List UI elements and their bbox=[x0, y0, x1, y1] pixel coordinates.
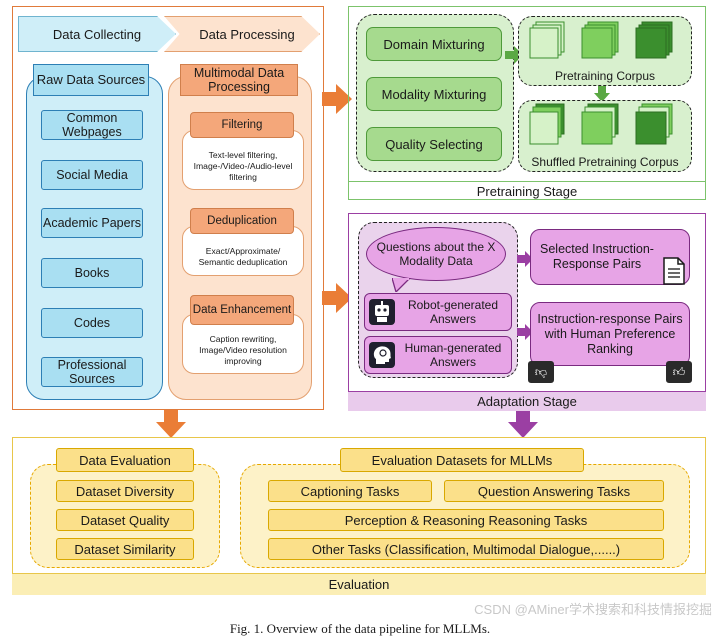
deduplication-card: Exact/Approximate/ Semantic deduplicatio… bbox=[182, 226, 304, 276]
filtering-tab: Filtering bbox=[190, 112, 294, 138]
other-tasks-box: Other Tasks (Classification, Multimodal … bbox=[268, 538, 664, 560]
corpus-stacks bbox=[529, 21, 673, 59]
speech-bubble-tail bbox=[392, 278, 411, 292]
source-codes: Codes bbox=[41, 308, 143, 338]
watermark: CSDN @AMiner学术搜索和科技情报挖掘 bbox=[474, 602, 712, 617]
pretraining-stage-label: Pretraining Stage bbox=[348, 181, 706, 200]
modality-mixturing-box: Modality Mixturing bbox=[366, 77, 502, 111]
human-head-icon bbox=[369, 342, 395, 368]
arrow-to-adaptation bbox=[322, 283, 352, 313]
captioning-tasks-box: Captioning Tasks bbox=[268, 480, 432, 502]
shuffled-corpus-label: Shuffled Pretraining Corpus bbox=[531, 155, 679, 169]
raw-data-sources-header: Raw Data Sources bbox=[33, 64, 149, 96]
shuffled-corpus-stacks bbox=[529, 103, 673, 145]
questions-bubble: Questions about the X Modality Data bbox=[366, 227, 506, 281]
source-common-webpages: Common Webpages bbox=[41, 110, 143, 140]
domain-mixturing-box: Domain Mixturing bbox=[366, 27, 502, 61]
data-evaluation-header: Data Evaluation bbox=[56, 448, 194, 472]
robot-icon bbox=[369, 299, 395, 325]
document-icon bbox=[663, 257, 685, 285]
evaluation-datasets-header: Evaluation Datasets for MLLMs bbox=[340, 448, 584, 472]
thumbs-up-icon: 👍︎ bbox=[666, 361, 692, 383]
arrow-to-preference-pairs bbox=[517, 324, 533, 340]
thumbs-down-icon: 👎︎ bbox=[528, 361, 554, 383]
pretraining-panel bbox=[348, 6, 706, 200]
data-processing-chevron: Data Processing bbox=[164, 16, 320, 52]
source-academic-papers: Academic Papers bbox=[41, 208, 143, 238]
arrow-to-selected-pairs bbox=[517, 251, 533, 267]
data-collecting-chevron: Data Collecting bbox=[18, 16, 176, 52]
data-enhancement-tab: Data Enhancement bbox=[190, 295, 294, 325]
deduplication-tab: Deduplication bbox=[190, 208, 294, 234]
dataset-diversity-box: Dataset Diversity bbox=[56, 480, 194, 502]
preference-pairs-box: Instruction-response Pairs with Human Pr… bbox=[530, 302, 690, 366]
figure-caption: Fig. 1. Overview of the data pipeline fo… bbox=[229, 621, 491, 636]
perception-reasoning-tasks-box: Perception & Reasoning Reasoning Tasks bbox=[268, 509, 664, 531]
adaptation-stage-label: Adaptation Stage bbox=[348, 391, 706, 411]
arrow-adaptation-to-evaluation bbox=[508, 410, 538, 438]
arrow-to-shuffled bbox=[594, 86, 610, 102]
dataset-similarity-box: Dataset Similarity bbox=[56, 538, 194, 560]
source-books: Books bbox=[41, 258, 143, 288]
evaluation-stage-label: Evaluation bbox=[12, 573, 706, 595]
pretraining-corpus-label: Pretraining Corpus bbox=[554, 69, 656, 83]
quality-selecting-box: Quality Selecting bbox=[366, 127, 502, 161]
source-social-media: Social Media bbox=[41, 160, 143, 190]
multimodal-processing-header: Multimodal Data Processing bbox=[180, 64, 298, 96]
filtering-card: Text-level filtering, Image-/Video-/Audi… bbox=[182, 130, 304, 190]
question-answering-tasks-box: Question Answering Tasks bbox=[444, 480, 664, 502]
arrow-collection-to-evaluation bbox=[156, 410, 186, 438]
arrow-to-pretraining bbox=[322, 84, 352, 114]
dataset-quality-box: Dataset Quality bbox=[56, 509, 194, 531]
source-professional: Professional Sources bbox=[41, 357, 143, 387]
